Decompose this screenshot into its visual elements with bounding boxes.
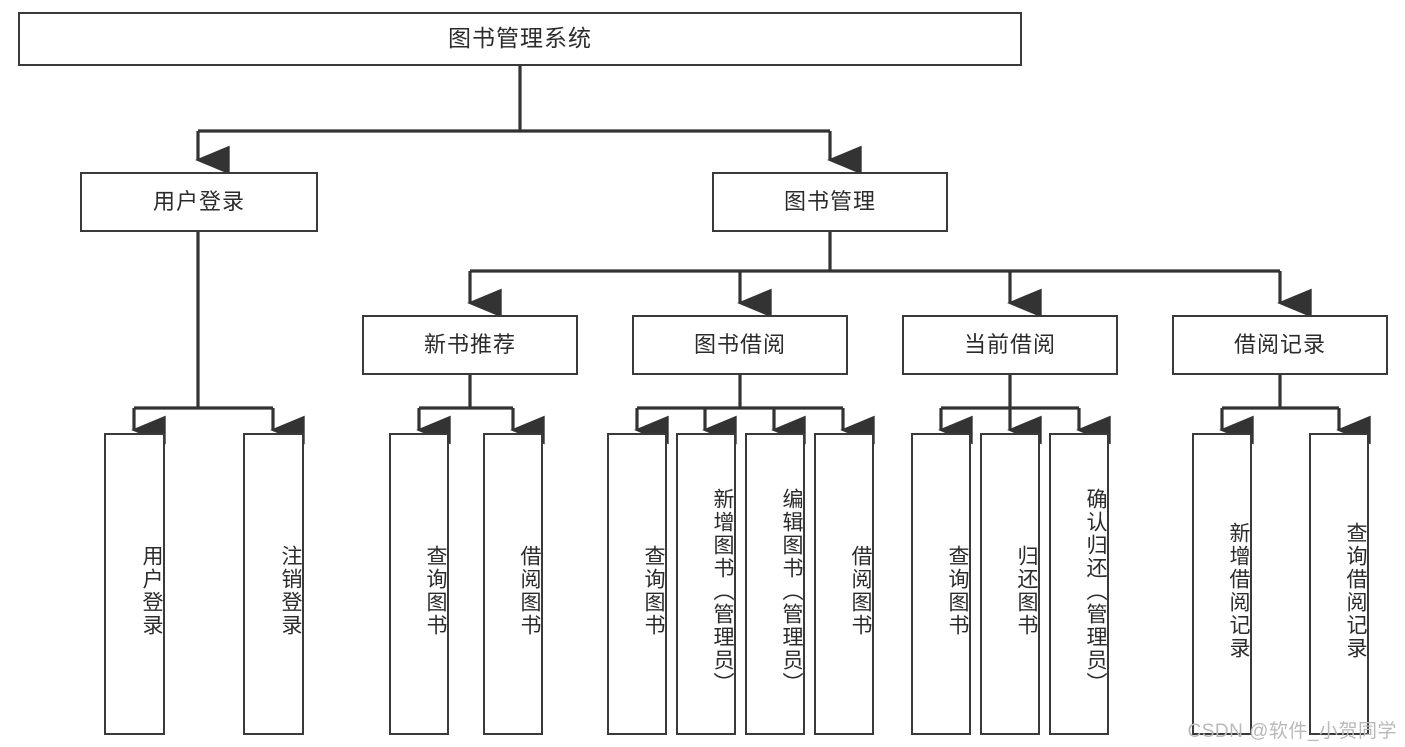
node-current-borrow[interactable]: 当前借阅 bbox=[902, 315, 1118, 375]
leaf-borrow-add-book[interactable]: 新增图书（管理员） bbox=[676, 433, 736, 735]
node-label: 图书管理 bbox=[783, 189, 876, 215]
node-label: 新增图书（管理员） bbox=[711, 487, 734, 695]
leaf-user-logout[interactable]: 注销登录 bbox=[243, 433, 304, 735]
node-label: 用户登录 bbox=[140, 545, 163, 637]
node-label: 查询借阅记录 bbox=[1344, 522, 1367, 660]
node-label: 用户登录 bbox=[152, 189, 245, 215]
node-label: 借阅记录 bbox=[1233, 332, 1326, 358]
node-root-system[interactable]: 图书管理系统 bbox=[18, 12, 1022, 66]
node-label: 注销登录 bbox=[279, 545, 302, 637]
node-label: 查询图书 bbox=[424, 545, 447, 637]
node-label: 编辑图书（管理员） bbox=[780, 487, 803, 695]
node-borrow-records[interactable]: 借阅记录 bbox=[1172, 315, 1388, 375]
node-book-borrow[interactable]: 图书借阅 bbox=[632, 315, 848, 375]
node-label: 查询图书 bbox=[946, 545, 969, 637]
leaf-user-login[interactable]: 用户登录 bbox=[104, 433, 165, 735]
node-user-login[interactable]: 用户登录 bbox=[80, 172, 318, 232]
leaf-current-confirm-return[interactable]: 确认归还（管理员） bbox=[1049, 433, 1109, 735]
node-label: 新书推荐 bbox=[423, 332, 516, 358]
leaf-borrow-borrow-book[interactable]: 借阅图书 bbox=[814, 433, 874, 735]
leaf-borrow-query-book[interactable]: 查询图书 bbox=[607, 433, 667, 735]
node-label: 图书管理系统 bbox=[448, 25, 592, 52]
leaf-current-return-book[interactable]: 归还图书 bbox=[980, 433, 1040, 735]
node-label: 查询图书 bbox=[642, 545, 665, 637]
node-label: 借阅图书 bbox=[518, 545, 541, 637]
leaf-records-add[interactable]: 新增借阅记录 bbox=[1192, 433, 1252, 735]
leaf-current-query-book[interactable]: 查询图书 bbox=[911, 433, 971, 735]
node-label: 新增借阅记录 bbox=[1227, 522, 1250, 660]
leaf-new-book-query[interactable]: 查询图书 bbox=[389, 433, 449, 735]
leaf-new-book-borrow[interactable]: 借阅图书 bbox=[483, 433, 543, 735]
node-label: 当前借阅 bbox=[963, 332, 1056, 358]
node-new-book-recommend[interactable]: 新书推荐 bbox=[362, 315, 578, 375]
node-label: 借阅图书 bbox=[849, 545, 872, 637]
node-book-management[interactable]: 图书管理 bbox=[712, 172, 948, 232]
leaf-borrow-edit-book[interactable]: 编辑图书（管理员） bbox=[745, 433, 805, 735]
csdn-watermark: CSDN @软件_小贺同学 bbox=[1187, 721, 1397, 742]
node-label: 确认归还（管理员） bbox=[1084, 487, 1107, 695]
leaf-records-query[interactable]: 查询借阅记录 bbox=[1309, 433, 1369, 735]
node-label: 图书借阅 bbox=[693, 332, 786, 358]
node-label: 归还图书 bbox=[1015, 545, 1038, 637]
